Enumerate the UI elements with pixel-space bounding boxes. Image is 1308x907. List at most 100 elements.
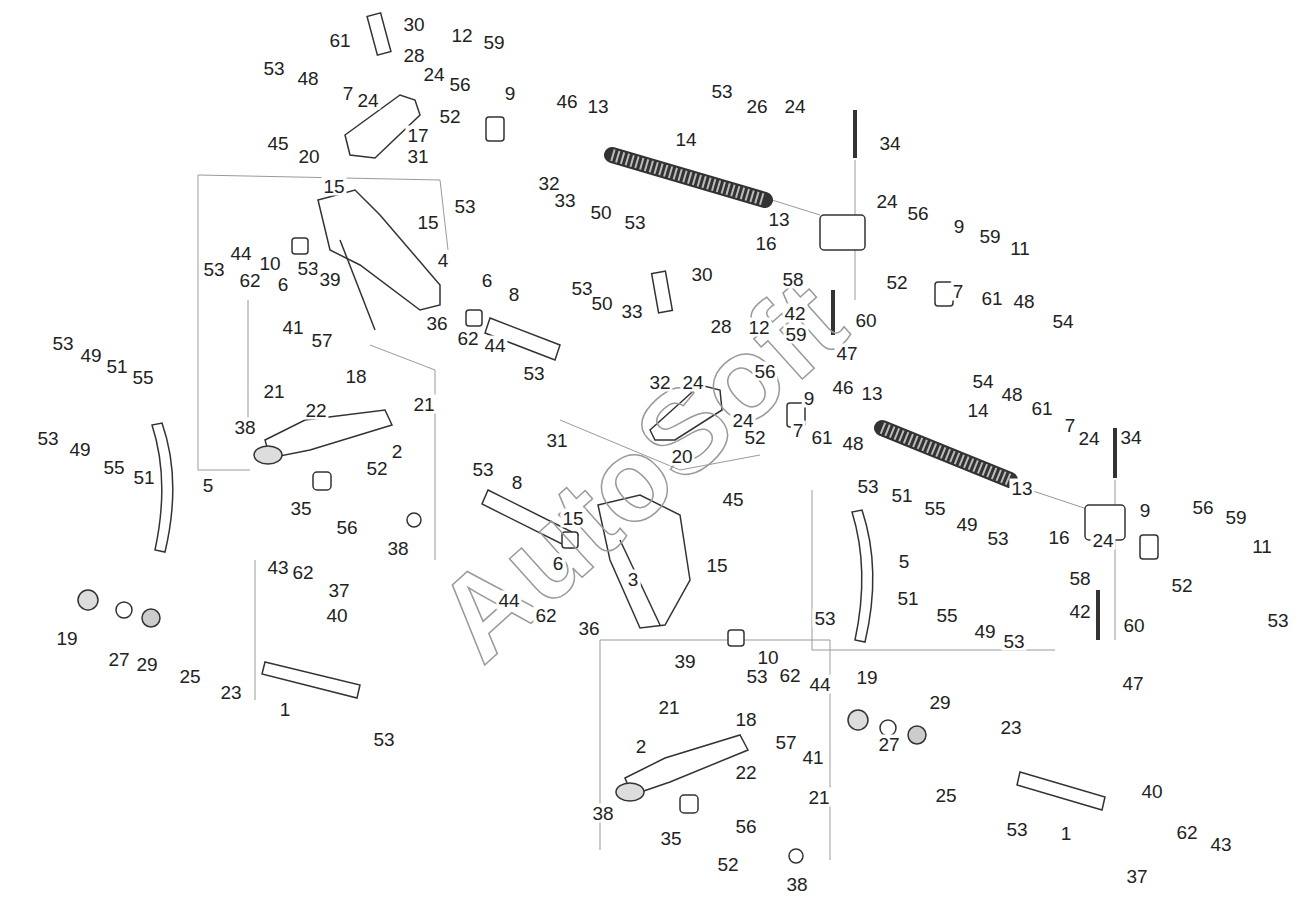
callout-number: 24 (1076, 429, 1101, 448)
callout-number: 53 (1004, 820, 1029, 839)
callout-number: 22 (303, 401, 328, 420)
callout-number: 23 (218, 683, 243, 702)
callout-number: 58 (780, 270, 805, 289)
callout-number: 21 (411, 395, 436, 414)
callout-number: 39 (317, 270, 342, 289)
callout-number: 62 (290, 563, 315, 582)
callout-number: 7 (951, 282, 966, 301)
callout-number: 59 (977, 227, 1002, 246)
callout-number: 53 (1001, 632, 1026, 651)
callout-number: 2 (390, 442, 405, 461)
callout-number: 33 (619, 302, 644, 321)
callout-number: 35 (658, 829, 683, 848)
callout-number: 50 (588, 203, 613, 222)
callout-number: 59 (481, 33, 506, 52)
callout-number: 52 (884, 273, 909, 292)
callout-number: 43 (1208, 835, 1233, 854)
callout-number: 11 (1250, 537, 1274, 556)
callout-number: 8 (510, 473, 525, 492)
callout-number: 10 (755, 648, 780, 667)
callout-number: 23 (998, 718, 1023, 737)
callout-number: 26 (744, 97, 769, 116)
callout-number: 38 (784, 875, 809, 894)
callout-number: 57 (773, 733, 798, 752)
callout-number: 62 (533, 606, 558, 625)
callout-number: 54 (970, 372, 995, 391)
callout-number: 27 (106, 650, 131, 669)
callout-number: 39 (672, 652, 697, 671)
callout-number: 60 (853, 311, 878, 330)
callout-number: 20 (296, 147, 321, 166)
callout-number: 11 (1008, 239, 1032, 258)
callout-number: 28 (401, 46, 426, 65)
callout-number: 5 (201, 476, 216, 495)
callout-number: 53 (201, 260, 226, 279)
callout-number: 52 (364, 459, 389, 478)
callout-number: 34 (877, 134, 902, 153)
callout-number: 17 (405, 126, 430, 145)
callout-number: 43 (265, 558, 290, 577)
callout-number: 54 (1050, 312, 1075, 331)
callout-number: 38 (385, 539, 410, 558)
callout-number: 44 (807, 675, 832, 694)
callout-number: 58 (1067, 569, 1092, 588)
callout-number: 49 (78, 346, 103, 365)
callout-number: 15 (321, 177, 346, 196)
callout-number: 53 (812, 609, 837, 628)
callout-number: 32 (647, 373, 672, 392)
callout-number: 59 (1223, 508, 1248, 527)
callout-number: 49 (972, 622, 997, 641)
callout-number: 44 (482, 336, 507, 355)
callout-number: 56 (1190, 498, 1215, 517)
callout-number: 47 (1120, 674, 1145, 693)
callout-number: 36 (424, 314, 449, 333)
callout-number: 62 (1174, 823, 1199, 842)
callout-number: 53 (371, 730, 396, 749)
callout-number: 53 (744, 667, 769, 686)
callout-number: 14 (965, 401, 990, 420)
callout-number: 20 (669, 447, 694, 466)
callout-number: 53 (622, 213, 647, 232)
callout-number: 22 (733, 763, 758, 782)
callout-number: 4 (436, 251, 451, 270)
callout-number: 9 (1138, 501, 1153, 520)
callout-number: 46 (830, 378, 855, 397)
callout-number: 24 (355, 91, 380, 110)
callout-number: 45 (265, 134, 290, 153)
callout-number: 53 (855, 477, 880, 496)
callout-number: 53 (35, 429, 60, 448)
callout-number: 33 (552, 191, 577, 210)
callout-number: 16 (753, 234, 778, 253)
callout-number: 44 (228, 244, 253, 263)
callout-number: 42 (782, 304, 807, 323)
callout-number: 13 (859, 384, 884, 403)
callout-number: 24 (782, 97, 807, 116)
callout-number: 53 (709, 82, 734, 101)
callout-number: 55 (101, 458, 126, 477)
callout-number: 37 (326, 581, 351, 600)
callout-number: 13 (1009, 479, 1034, 498)
callout-number: 56 (752, 362, 777, 381)
callout-number: 29 (927, 693, 952, 712)
callout-number: 49 (954, 515, 979, 534)
callout-number: 24 (874, 192, 899, 211)
callout-number: 1 (278, 700, 293, 719)
callout-number: 51 (895, 589, 920, 608)
callout-number: 18 (343, 367, 368, 386)
callout-number: 60 (1121, 616, 1146, 635)
callout-number: 14 (673, 130, 698, 149)
callout-number: 56 (733, 817, 758, 836)
callout-number: 9 (503, 84, 518, 103)
callout-number: 44 (496, 591, 521, 610)
callout-number: 40 (1139, 782, 1164, 801)
callout-number: 55 (934, 606, 959, 625)
callout-number: 53 (985, 529, 1010, 548)
callout-number: 2 (634, 737, 649, 756)
callout-number: 51 (131, 468, 156, 487)
callout-number: 48 (295, 69, 320, 88)
callout-number: 30 (689, 265, 714, 284)
callout-number: 48 (999, 385, 1024, 404)
callout-number: 7 (791, 421, 806, 440)
callout-number: 25 (177, 667, 202, 686)
